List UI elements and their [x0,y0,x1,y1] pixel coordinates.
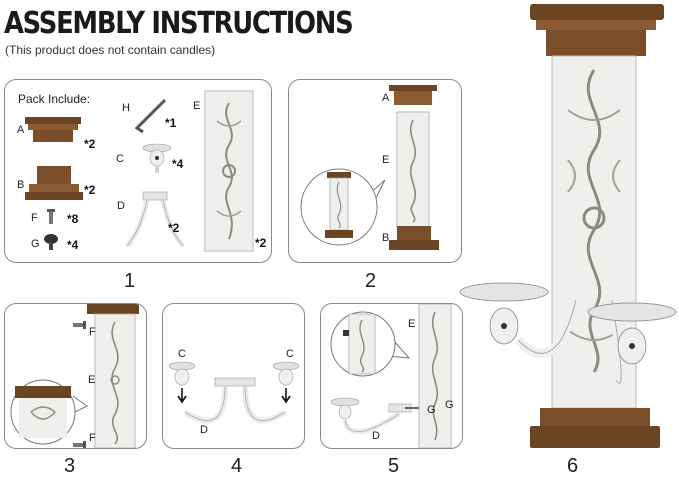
pack-include-label: Pack Include: [18,92,91,106]
step-2-zoom-callout [300,168,386,246]
part-b-base-image [25,166,83,200]
step-3-panel: F E F [4,303,147,449]
part-d-qty: *2 [168,221,180,235]
step-4-label-d: D [200,424,208,436]
step-5-label-d: D [372,430,380,442]
step-5-arm-image [330,397,419,435]
step-2-label-a: A [382,92,390,104]
step-2-cap-image [389,85,437,105]
step-3-label-f-top: F [89,326,96,338]
part-g-qty: *4 [67,238,79,252]
step-5-label-g-left: G [427,404,436,416]
step-4-label-c-right: C [286,348,294,360]
screw-icon [73,441,86,448]
hex-key-icon [134,98,167,134]
part-c-label: C [116,153,124,165]
part-b-qty: *2 [84,183,96,197]
step-3-zoom-callout [10,379,88,445]
step-1-panel: Pack Include: A *2 B *2 F *8 G *4 H *1 C [4,79,272,263]
step-6-number: 6 [567,455,579,477]
finished-sconce-image [459,4,677,448]
step-3-assembly-image [87,304,139,448]
step-4-number: 4 [231,455,243,477]
part-d-arm-image [125,191,185,248]
part-g-label: G [31,238,40,250]
part-d-label: D [117,200,125,212]
part-h-label: H [122,102,130,114]
step-4-panel: C C D [162,303,305,449]
step-1-number: 1 [124,270,136,292]
step-5-panel: E D G G [320,303,463,449]
step-2-panel: A E B [288,79,462,263]
step-5-label-e: E [408,318,416,330]
part-f-qty: *8 [67,212,79,226]
part-b-label: B [17,179,25,191]
step-2-label-b: B [382,232,390,244]
step-3-label-e: E [88,374,96,386]
step-5-number: 5 [388,455,400,477]
step-2-number: 2 [365,270,377,292]
step-5-zoom-callout [330,311,411,377]
step-4-holder-right-image [272,361,300,404]
part-a-qty: *2 [84,137,96,151]
screw-icon [73,321,86,329]
part-c-qty: *4 [172,157,184,171]
step-2-panel-image [396,111,430,229]
step-4-holder-left-image [168,361,196,404]
part-e-label: E [193,100,201,112]
part-e-panel-image [204,90,254,252]
step-4-arm-image [183,377,287,424]
step-5-panel-image [418,304,452,448]
step-2-base-image [389,226,439,250]
step-2-label-e: E [382,154,390,166]
step-5-label-g-right: G [445,399,454,411]
page-title: ASSEMBLY INSTRUCTIONS [4,6,354,41]
part-e-qty: *2 [255,236,267,250]
part-h-qty: *1 [165,116,177,130]
part-a-cap-image [25,117,81,142]
screw-icon [47,209,55,224]
part-a-label: A [17,124,25,136]
page-subtitle: (This product does not contain candles) [5,43,216,57]
anchor-icon [44,234,58,250]
part-f-label: F [31,212,38,224]
step-4-label-c-left: C [178,348,186,360]
step-3-number: 3 [64,455,76,477]
step-3-label-f-bottom: F [89,432,96,444]
part-c-holder-image [142,143,172,173]
